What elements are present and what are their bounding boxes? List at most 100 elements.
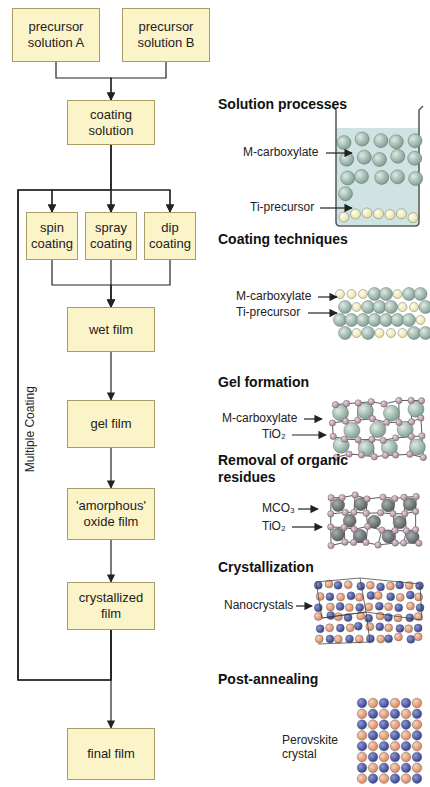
- nanocrystal-atom: [385, 635, 393, 643]
- metal-carboxylate-sphere: [339, 327, 352, 340]
- nanocrystal-atom: [394, 614, 402, 622]
- leader-line: [292, 526, 322, 527]
- perovskite-atom: [357, 741, 367, 751]
- metal-carboxylate-sphere: [340, 152, 354, 166]
- component-label: MCO₃: [262, 501, 295, 515]
- box-text: 'amorphous' oxide film: [72, 498, 150, 529]
- nanocrystal-atom: [314, 581, 322, 589]
- tio2-dot: [375, 542, 381, 548]
- ti-precursor-sphere: [416, 316, 425, 325]
- tio2-dot: [371, 454, 377, 460]
- tio2-dot: [363, 539, 369, 545]
- tio2-dot: [329, 420, 335, 426]
- flow-connector: [110, 448, 111, 488]
- nanocrystal-atom: [396, 593, 404, 601]
- metal-carboxylate-sphere: [380, 288, 393, 301]
- metal-carboxylate-sphere: [337, 136, 351, 150]
- ti-precursor-sphere: [359, 290, 368, 299]
- metal-carboxylate-sphere: [383, 405, 399, 421]
- component-label: Perovskite crystal: [282, 733, 352, 762]
- perovskite-atom: [357, 752, 367, 762]
- component-label: M-carboxylate: [236, 289, 311, 303]
- nanocrystal-atom: [376, 623, 384, 631]
- tio2-dot: [408, 433, 414, 439]
- flow-connector: [56, 62, 111, 100]
- process-box: crystallized film: [67, 582, 155, 630]
- nanocrystal-atom: [336, 624, 344, 632]
- perovskite-atom: [390, 741, 400, 751]
- perovskite-atom: [390, 709, 400, 719]
- nanocrystal-atom: [415, 593, 423, 601]
- nanocrystal-atom: [366, 635, 374, 643]
- oxide-film-illustration: [328, 492, 423, 549]
- tio2-dot: [332, 401, 338, 407]
- tio2-dot: [403, 528, 409, 534]
- nanocrystal-atom: [365, 603, 373, 611]
- tio2-dot: [328, 511, 334, 517]
- process-box: spray coating: [85, 212, 137, 260]
- grain-boundary: [360, 578, 422, 620]
- nanocrystal-atom: [366, 623, 374, 631]
- component-label: TiO₂: [262, 427, 286, 441]
- nanocrystal-atom: [316, 625, 324, 633]
- metal-carbonate-sphere: [393, 516, 406, 529]
- perovskite-atom: [412, 774, 422, 784]
- perovskite-atom: [412, 752, 422, 762]
- leader-line: [326, 152, 352, 153]
- nanocrystal-atom: [326, 593, 334, 601]
- nanocrystal-atom: [346, 624, 354, 632]
- tio2-dot: [392, 495, 398, 501]
- step-heading: Gel formation: [218, 374, 309, 391]
- tio2-dot: [343, 400, 349, 406]
- component-label: Ti-precursor: [236, 305, 300, 319]
- perovskite-atom: [412, 709, 422, 719]
- tio2-dot: [355, 417, 361, 423]
- perovskite-atom: [368, 774, 378, 784]
- ti-precursor-sphere: [347, 290, 356, 299]
- perovskite-atom: [368, 731, 378, 741]
- tio2-dot: [418, 398, 424, 404]
- process-box: 'amorphous' oxide film: [67, 488, 155, 540]
- nanocrystal-atom: [375, 602, 383, 610]
- tio2-dot: [390, 511, 396, 517]
- perovskite-atom: [368, 698, 378, 708]
- nanocrystal-atom: [365, 614, 373, 622]
- tio2-dot: [342, 539, 348, 545]
- box-text: crystallized film: [72, 590, 150, 621]
- nanocrystal-atom: [377, 583, 385, 591]
- tio2-dot: [342, 509, 348, 515]
- process-box: gel film: [67, 400, 155, 448]
- step-heading: Crystallization: [218, 559, 314, 576]
- perovskite-atom: [412, 720, 422, 730]
- perovskite-atom: [368, 741, 378, 751]
- ti-precursor-sphere: [385, 210, 395, 220]
- component-label: TiO₂: [262, 519, 286, 533]
- nanocrystal-atom: [395, 604, 403, 612]
- leader-line: [304, 418, 322, 419]
- tio2-dot: [328, 524, 334, 530]
- tio2-dot: [330, 433, 336, 439]
- nanocrystal-atom: [326, 624, 334, 632]
- metal-carboxylate-sphere: [368, 314, 381, 327]
- flow-connector: [110, 540, 111, 582]
- ti-precursor-sphere: [387, 329, 396, 338]
- metal-carboxylate-sphere: [375, 170, 389, 184]
- nanocrystal-atom: [387, 593, 395, 601]
- nanocrystal-atom: [376, 612, 384, 620]
- ti-precursor-sphere: [352, 303, 361, 312]
- metal-carboxylate-sphere: [334, 314, 347, 327]
- metal-carboxylate-sphere: [391, 170, 405, 184]
- tio2-dot: [380, 437, 386, 443]
- nanocrystal-atom: [385, 624, 393, 632]
- metal-carboxylate-sphere: [414, 288, 427, 301]
- nanocrystal-atom: [334, 581, 342, 589]
- flow-connector: [111, 260, 170, 307]
- box-text: coating solution: [72, 107, 150, 138]
- step-heading: Post-annealing: [218, 671, 318, 688]
- nanocrystal-atom: [316, 592, 324, 600]
- metal-carboxylate-sphere: [370, 422, 386, 438]
- perovskite-atom: [379, 763, 389, 773]
- tio2-dot: [381, 401, 387, 407]
- perovskite-atom: [412, 731, 422, 741]
- perovskite-atom: [379, 752, 389, 762]
